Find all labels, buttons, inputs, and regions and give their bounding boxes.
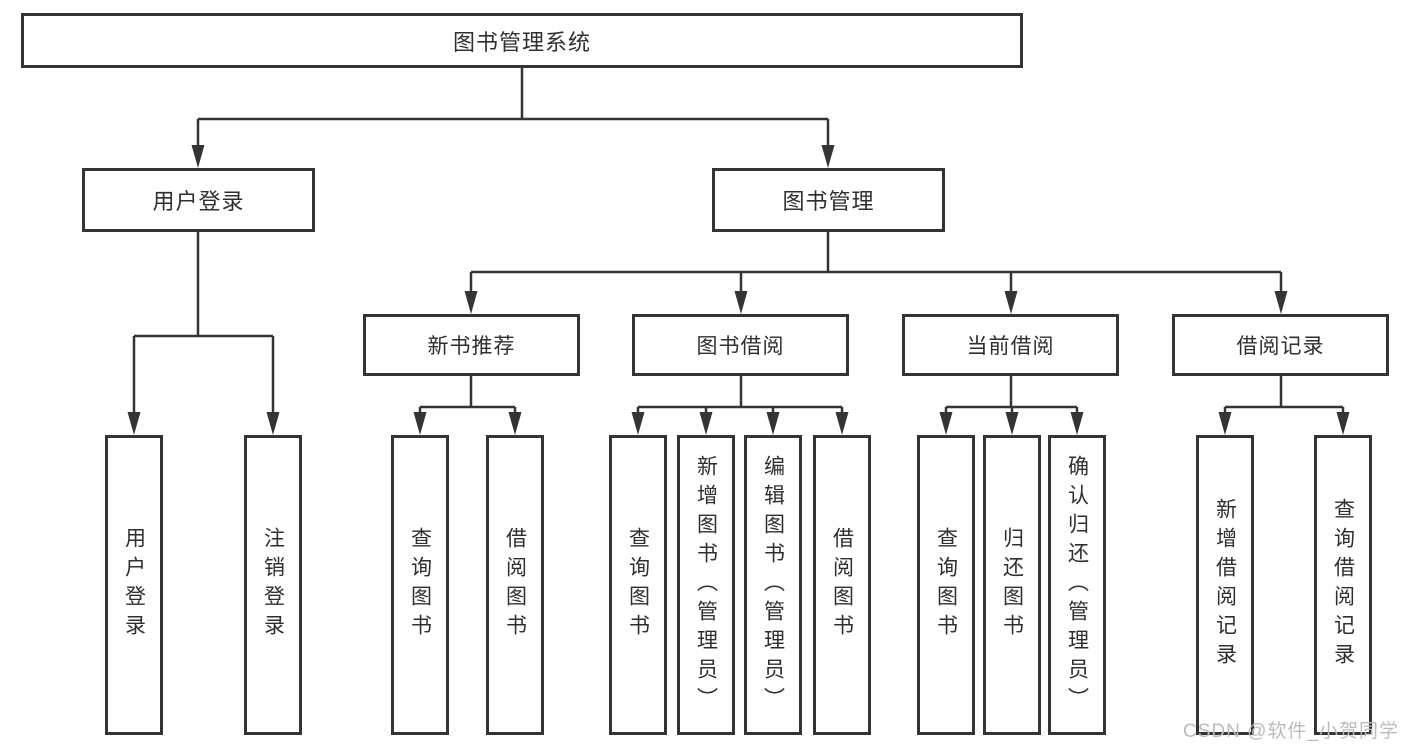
leaf-query-borrow-record: 查询借阅记录 <box>1314 435 1372 735</box>
watermark: CSDN @软件_小贺同学 <box>1183 721 1399 742</box>
node-library-management-system: 图书管理系统 <box>21 13 1023 68</box>
node-borrowing-records: 借阅记录 <box>1172 314 1389 376</box>
leaf-logout: 注销登录 <box>244 435 302 735</box>
connector-arrows <box>127 145 1350 435</box>
leaf-add-book-admin: 新增图书（管理员） <box>677 435 735 735</box>
node-book-management: 图书管理 <box>712 168 945 232</box>
leaf-borrow-books-recommend: 借阅图书 <box>486 435 544 735</box>
leaf-return-books: 归还图书 <box>983 435 1041 735</box>
leaf-borrow-books-borrowing: 借阅图书 <box>813 435 871 735</box>
leaf-query-books-borrowing: 查询图书 <box>609 435 667 735</box>
node-new-book-recommendation: 新书推荐 <box>363 314 580 376</box>
leaf-query-books-current: 查询图书 <box>917 435 975 735</box>
node-current-borrowing: 当前借阅 <box>902 314 1119 376</box>
leaf-add-borrow-record: 新增借阅记录 <box>1196 435 1254 735</box>
leaf-user-login: 用户登录 <box>105 435 163 735</box>
leaf-confirm-return-admin: 确认归还（管理员） <box>1048 435 1106 735</box>
leaf-query-books-recommend: 查询图书 <box>391 435 449 735</box>
node-user-login: 用户登录 <box>82 168 315 232</box>
node-book-borrowing: 图书借阅 <box>632 314 849 376</box>
leaf-edit-book-admin: 编辑图书（管理员） <box>744 435 802 735</box>
